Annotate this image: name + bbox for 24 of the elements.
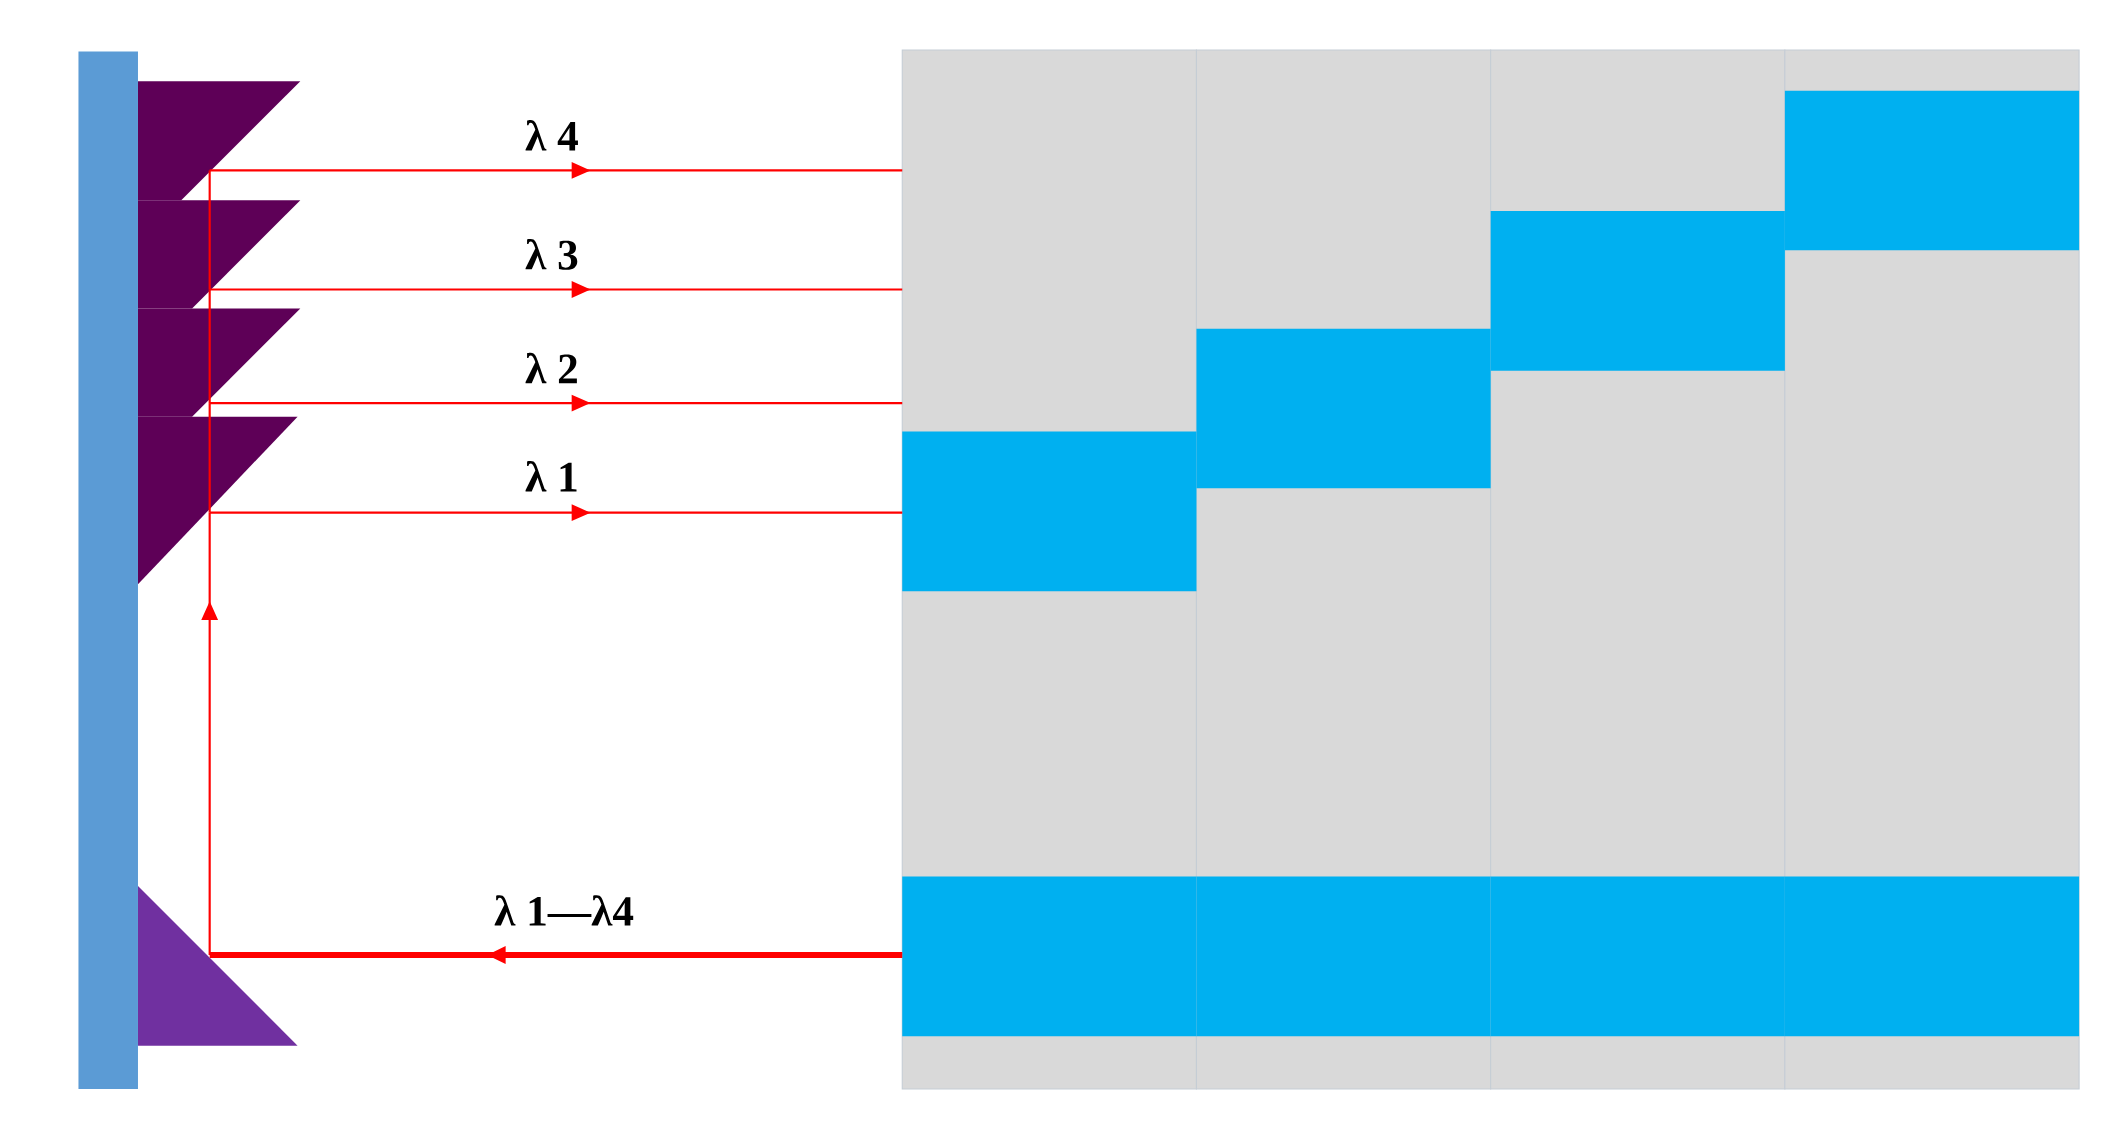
edge-label: λ 1 [525,460,577,492]
mirror-triangle [138,416,298,585]
filter-block [1196,876,1491,1037]
filter-block [1784,90,2080,251]
base-plate [78,51,138,1089]
light-beam [208,170,211,290]
filter-block [1196,328,1491,489]
filter-block [1784,876,2080,1037]
edge-label: λ 1—λ4 [494,895,634,926]
light-beam [208,403,211,513]
filter-block [902,431,1197,592]
edge-label: λ 3 [525,238,578,270]
light-beam [208,289,211,404]
filter-block [1490,211,1785,371]
prism-triangle [138,886,298,1046]
filter-block [902,876,1197,1037]
mirror-triangle [138,81,301,201]
light-beam [209,281,903,298]
edge-label: λ 4 [525,120,578,151]
mirror-triangle [138,308,301,417]
light-beam [209,162,903,179]
mirror-triangle [138,200,301,309]
filter-block [1490,876,1785,1037]
edge-label: λ 2 [525,352,577,384]
